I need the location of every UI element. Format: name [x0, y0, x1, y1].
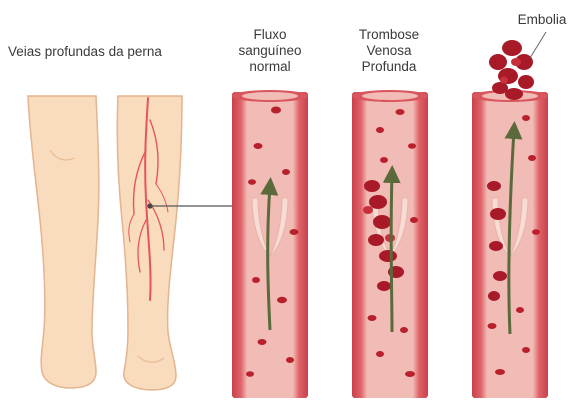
blood-cell-icon	[271, 107, 281, 114]
vessel-embolism	[472, 32, 548, 398]
legs-illustration	[28, 96, 182, 390]
left-leg	[28, 96, 99, 388]
vessel-dvt	[352, 90, 428, 398]
embolism-pointer-line	[530, 32, 546, 58]
flow-arrow-dvt	[391, 174, 392, 332]
vessel-normal-body	[232, 92, 308, 398]
vessel-normal	[232, 90, 308, 398]
